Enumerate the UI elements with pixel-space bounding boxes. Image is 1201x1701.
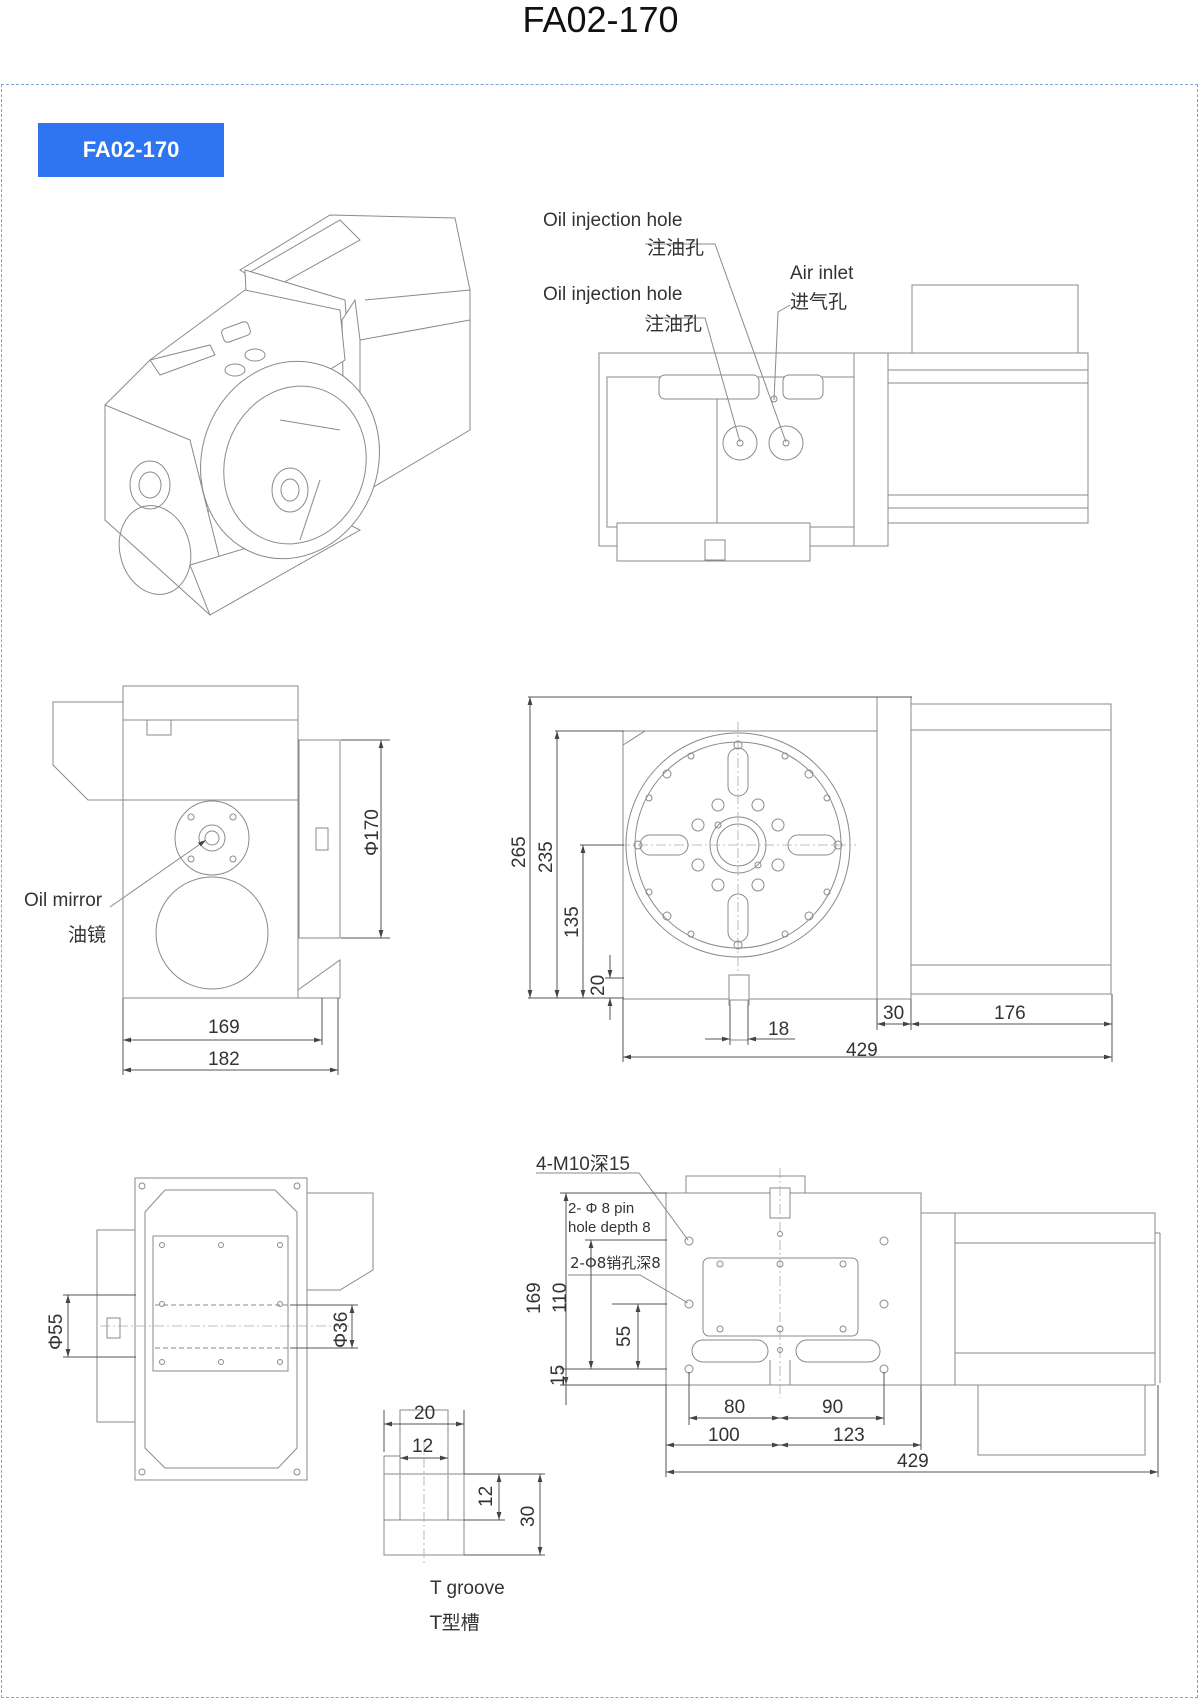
tgroove-dim-12-width: 12 <box>412 1436 433 1457</box>
rear-dim-dia55: Φ55 <box>46 1314 67 1350</box>
oil-mirror-label-cn: 油镜 <box>68 924 106 946</box>
tgroove-label-cn: T型槽 <box>429 1612 480 1634</box>
front-view: 265 235 135 20 18 30 176 429 <box>509 696 1113 1062</box>
rear-view: Φ55 Φ36 <box>46 1177 374 1481</box>
rear-dim-dia36: Φ36 <box>331 1312 352 1348</box>
pin-hole-label-en-2: hole depth 8 <box>568 1219 651 1236</box>
bottom-dim-123: 123 <box>833 1425 865 1446</box>
air-inlet-label-cn: 进气孔 <box>790 291 847 313</box>
bottom-dim-15: 15 <box>548 1365 569 1386</box>
front-dim-20: 20 <box>588 975 609 996</box>
side-dim-182: 182 <box>208 1049 240 1070</box>
top-view: Oil injection hole 注油孔 Oil injection hol… <box>543 210 1089 562</box>
tgroove-dim-30: 30 <box>518 1506 539 1527</box>
front-dim-18: 18 <box>768 1019 789 1040</box>
bottom-dim-55: 55 <box>614 1326 635 1347</box>
oil-hole-label-2-cn: 注油孔 <box>645 313 702 335</box>
front-dim-265: 265 <box>509 836 530 868</box>
thread-hole-label: 4-M10深15 <box>536 1153 630 1175</box>
tgroove-label-en: T groove <box>430 1578 505 1599</box>
isometric-view <box>104 214 471 616</box>
oil-hole-label-2-en: Oil injection hole <box>543 284 682 305</box>
bottom-dim-100: 100 <box>708 1425 740 1446</box>
drawing-frame <box>1 84 1198 1698</box>
model-badge: FA02-170 <box>38 123 224 177</box>
bottom-dim-110: 110 <box>550 1283 571 1313</box>
bottom-dim-90: 90 <box>822 1397 843 1418</box>
bottom-dim-169: 169 <box>524 1282 545 1314</box>
bottom-dim-80: 80 <box>724 1397 745 1418</box>
front-dim-135: 135 <box>562 906 583 938</box>
page-title: FA02-170 <box>522 0 679 40</box>
front-dim-30: 30 <box>883 1003 904 1024</box>
t-groove-detail: 20 12 12 30 T groove T型槽 <box>383 1403 545 1634</box>
air-inlet-label-en: Air inlet <box>790 263 854 284</box>
side-view: Φ170 169 182 Oil mirror 油镜 <box>24 685 390 1075</box>
front-dim-176: 176 <box>994 1003 1026 1024</box>
pin-hole-label-cn: 2-Φ8销孔深8 <box>570 1254 661 1272</box>
bottom-view: 4-M10深15 2- Φ 8 pin hole depth 8 2-Φ8销孔深… <box>524 1153 1161 1477</box>
tgroove-dim-20: 20 <box>414 1403 435 1424</box>
tgroove-dim-12-depth: 12 <box>476 1486 497 1507</box>
oil-mirror-label-en: Oil mirror <box>24 890 103 911</box>
side-dim-dia170: Φ170 <box>362 809 383 856</box>
side-dim-169: 169 <box>208 1017 240 1038</box>
front-dim-235: 235 <box>536 841 557 873</box>
pin-hole-label-en-1: 2- Φ 8 pin <box>568 1200 634 1217</box>
bottom-dim-429: 429 <box>897 1451 929 1472</box>
oil-hole-label-1-cn: 注油孔 <box>647 237 704 259</box>
front-dim-429: 429 <box>846 1040 878 1061</box>
oil-hole-label-1-en: Oil injection hole <box>543 210 682 231</box>
